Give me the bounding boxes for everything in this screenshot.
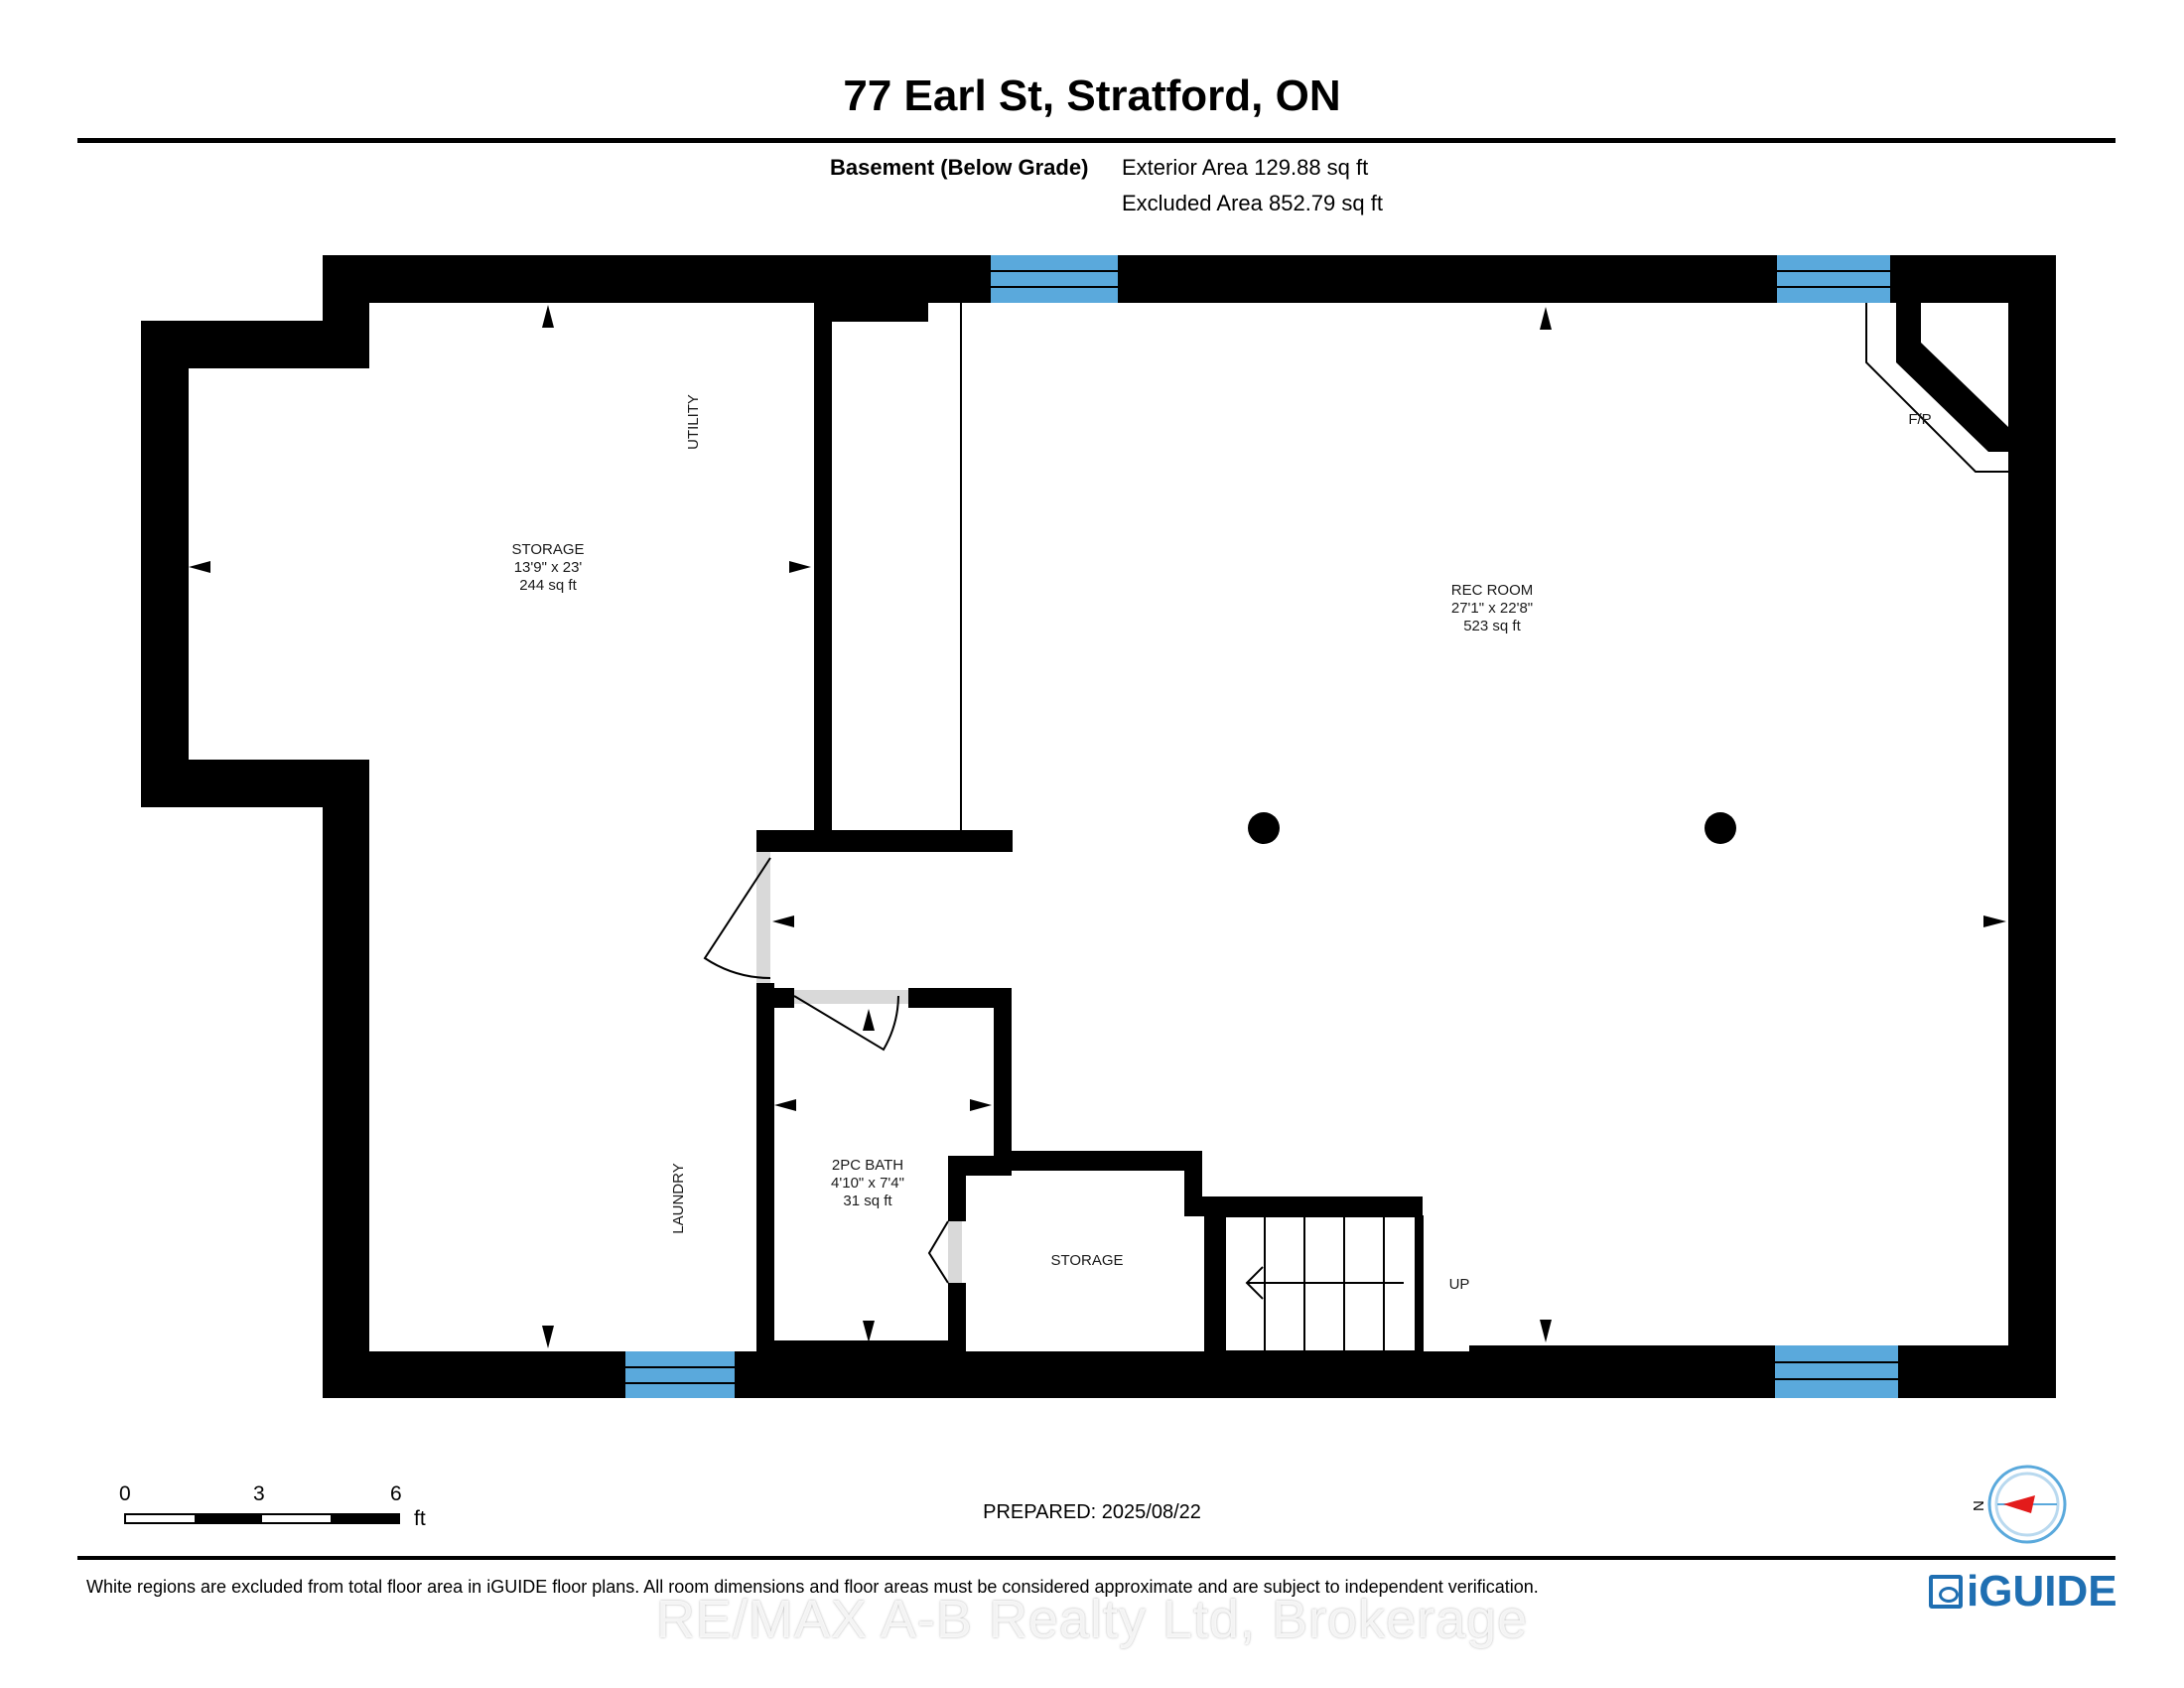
scale-segment [330,1515,398,1522]
scale-segment [126,1515,195,1522]
bifold-door [927,1220,949,1284]
doors [703,852,962,1284]
compass-north-arrow [2003,1495,2035,1513]
iguide-logo: iGUIDE [1929,1567,2117,1617]
door-opening [948,1221,962,1283]
page-title: 77 Earl St, Stratford, ON [843,71,1341,120]
scale-label-zero: 0 [119,1482,131,1505]
dimension-arrows [189,305,2006,1348]
scale-label-mid: 3 [253,1482,265,1505]
window [1775,1345,1898,1398]
storage-room-name: STORAGE [511,541,584,558]
door-swing [793,995,899,1052]
compass-north-label: N [1971,1500,1987,1511]
stairs-up-label: UP [1449,1276,1470,1293]
scale-label-max: 6 [390,1482,402,1505]
iguide-logo-icon [1929,1575,1963,1609]
exterior-walls [141,255,2056,1398]
bath-area: 31 sq ft [843,1193,892,1209]
iguide-logo-text: iGUIDE [1967,1567,2117,1616]
utility-label: UTILITY [685,394,702,450]
support-column [1248,812,1280,844]
rec-room-name: REC ROOM [1451,582,1534,599]
exterior-area: Exterior Area 129.88 sq ft [1122,155,1369,180]
scale-bar [124,1513,400,1524]
scale-unit: ft [414,1507,426,1530]
fireplace [1865,303,2008,473]
interior-walls [756,298,2008,1355]
laundry-label: LAUNDRY [670,1163,687,1233]
window [625,1351,735,1398]
prepared-date: PREPARED: 2025/08/22 [983,1501,1201,1523]
support-column [1705,812,1736,844]
door-swing [703,857,771,979]
header-divider [77,138,2116,143]
storage-room-area: 244 sq ft [519,577,577,594]
windows [625,255,1898,1398]
door-opening [756,852,770,983]
footer-divider [77,1556,2116,1560]
compass-icon: N [1971,1465,2067,1544]
stairs [1224,1215,1424,1352]
level-label: Basement (Below Grade) [830,155,1089,180]
window [991,255,1118,303]
scale-segment [262,1515,331,1522]
fireplace-label: F/P [1908,411,1931,428]
bath-dims: 4'10" x 7'4" [831,1175,904,1192]
door-opening [794,990,908,1004]
scale-segment [194,1515,262,1522]
watermark: RE/MAX A-B Realty Ltd, Brokerage [655,1590,1529,1649]
rec-room-dims: 27'1" x 22'8" [1451,600,1533,617]
bath-name: 2PC BATH [832,1157,903,1174]
small-storage-label: STORAGE [1050,1252,1123,1269]
disclaimer: White regions are excluded from total fl… [86,1577,1539,1597]
window [1777,255,1890,303]
rec-room-area: 523 sq ft [1463,618,1521,634]
excluded-area: Excluded Area 852.79 sq ft [1122,191,1383,215]
storage-room-dims: 13'9" x 23' [514,559,583,576]
